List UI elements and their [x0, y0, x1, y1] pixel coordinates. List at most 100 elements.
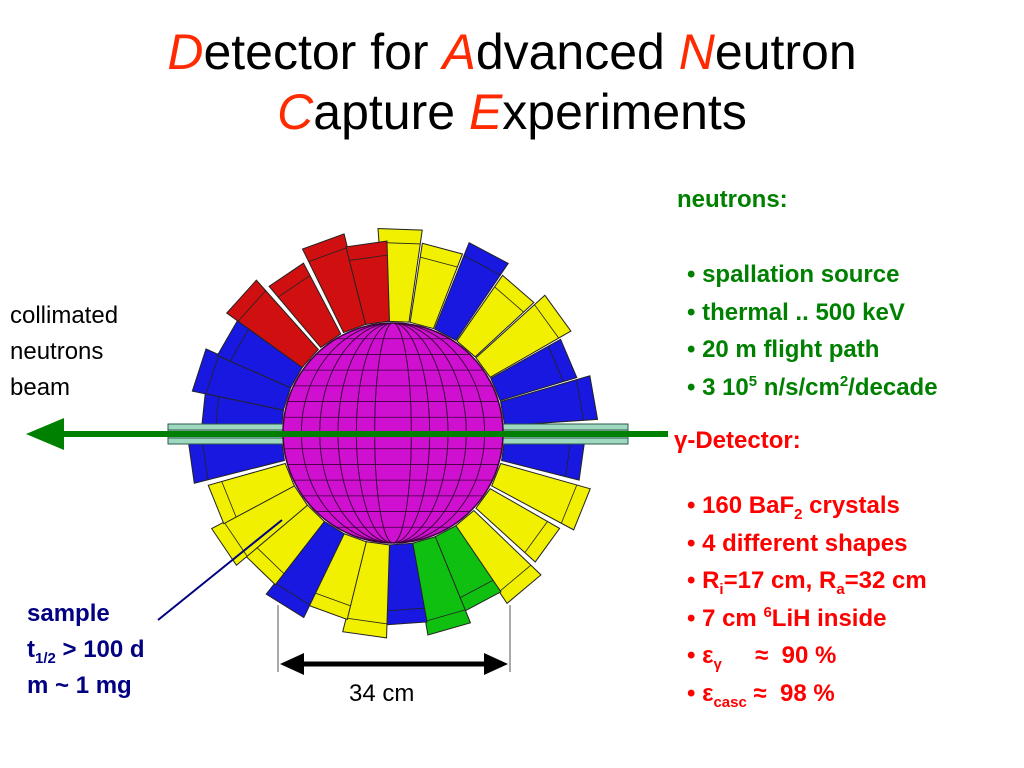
baf2-crystal [342, 541, 390, 639]
bullet-text: • ε [687, 679, 714, 707]
neutrons-list: • spallation source • thermal .. 500 keV •… [687, 256, 938, 406]
bullet-text: 2 [839, 372, 849, 390]
title-word: dvanced [475, 24, 679, 80]
detector-list: • 160 BaF2 crystals• 4 different shapes•… [687, 487, 927, 712]
baf2-crystal [207, 462, 295, 525]
crystal-edge [205, 354, 220, 395]
crystal-edge [277, 275, 311, 298]
sample-mass: m ~ 1 mg [27, 672, 132, 699]
crystal-edge [255, 546, 285, 574]
bullet-item: • εcasc ≈ 98 % [687, 675, 927, 713]
bullet-text: LiH inside [771, 604, 887, 632]
bullet-text: =17 cm, R [723, 567, 837, 594]
detector-heading: γ-Detector: [674, 427, 801, 454]
bullet-text: • 160 BaF [687, 492, 795, 519]
bullet-text: ≈ 98 % [746, 679, 835, 707]
bullet-item: • 7 cm 6LiH inside [687, 600, 927, 638]
bullet-text: 5 [748, 372, 758, 390]
bullet-text: • 3 10 [687, 373, 749, 401]
baf2-crystal [456, 274, 535, 358]
crystal-edge [308, 247, 348, 262]
title-word: etector for [203, 24, 443, 80]
bullet-text: 2 [794, 505, 803, 523]
title-initial: A [442, 24, 476, 80]
crystal-edge [229, 327, 250, 362]
crystal-edge [425, 609, 466, 622]
title-initial: C [277, 84, 314, 140]
crystal-edge [346, 617, 388, 625]
title-initial: N [678, 24, 715, 80]
bullet-item: • 20 m flight path [687, 331, 938, 369]
baf2-crystal [225, 279, 320, 369]
baf2-crystal [268, 262, 342, 349]
crystal-edge [201, 438, 209, 480]
bullet-text: • thermal .. 500 keV [687, 298, 905, 326]
bullet-item: • spallation source [687, 256, 938, 294]
title-line-1: Detector for Advanced Neutron [0, 22, 1024, 82]
bullet-text: γ [713, 655, 722, 673]
bullet-text: crystals [802, 492, 900, 519]
crystal-edge [548, 346, 564, 382]
crystal-edge [565, 438, 572, 477]
sample-pointer-line [157, 519, 283, 621]
sample-info: sample t1/2 > 100 d m ~ 1 mg [27, 596, 145, 704]
beam-label-line: collimated [10, 302, 119, 329]
crystal-edge [237, 290, 266, 322]
crystal-edge [534, 304, 560, 339]
bullet-item: • thermal .. 500 keV [687, 294, 938, 332]
title-word: eutron [714, 24, 857, 80]
bullet-item: • εγ ≈ 90 % [687, 637, 927, 675]
page-title: Detector for Advanced Neutron Capture Ex… [0, 22, 1024, 142]
sample-heading: sample [27, 600, 110, 627]
bullet-item: • 160 BaF2 crystals [687, 487, 927, 525]
bullet-item: • 4 different shapes [687, 525, 927, 563]
crystal-edge [274, 582, 311, 606]
beam-label-line: neutrons [10, 338, 104, 365]
crystal-ring [187, 228, 599, 639]
crystal-edge [314, 592, 351, 607]
baf2-crystal [210, 484, 309, 567]
crystal-edge [349, 254, 388, 261]
crystal-edge [463, 255, 501, 276]
crystal-edge [576, 379, 584, 421]
neutron-beam-arrow [26, 418, 668, 450]
crystal-edge [560, 484, 578, 524]
crystal-edge [420, 256, 458, 268]
beam-label: collimated neutrons beam [10, 298, 118, 406]
baf2-crystal [454, 509, 542, 605]
sample-halflife: t1/2 > 100 d [27, 636, 145, 667]
crystal-edge [458, 579, 494, 599]
title-line-2: Capture Experiments [0, 82, 1024, 142]
title-initial: E [468, 84, 503, 140]
baf2-crystal [345, 240, 390, 325]
dimension-marker [277, 605, 511, 675]
bullet-text: • R [687, 567, 720, 594]
bullet-text: 6 [763, 603, 772, 621]
baf2-crystal [475, 488, 561, 563]
crystal-edge [221, 481, 237, 518]
bullet-text: =32 cm [844, 567, 927, 594]
title-word: xperiments [502, 84, 747, 140]
bullet-item: • 3 105 n/s/cm2/decade [687, 369, 938, 407]
crystal-edge [524, 521, 548, 553]
bullet-text: • 20 m flight path [687, 336, 880, 363]
baf2-crystal [433, 241, 509, 342]
title-word: apture [313, 84, 469, 140]
baf2-crystal [411, 536, 472, 636]
crystal-edge [386, 607, 425, 612]
bullet-text: • 7 cm [687, 604, 764, 632]
dimension-label: 34 cm [349, 680, 415, 707]
bullet-text: n/s/cm [757, 373, 840, 401]
title-initial: D [167, 24, 204, 80]
baf2-crystal [490, 338, 578, 402]
bullet-text: /decade [848, 373, 938, 401]
neutrons-heading: neutrons: [677, 186, 788, 213]
bullet-text: casc [713, 693, 747, 711]
bullet-text: • ε [687, 642, 714, 669]
bullet-text: ≈ 90 % [721, 642, 837, 669]
baf2-crystal [499, 375, 599, 427]
crystal-edge [494, 286, 524, 313]
baf2-crystal [265, 520, 345, 619]
baf2-crystal [301, 233, 367, 334]
